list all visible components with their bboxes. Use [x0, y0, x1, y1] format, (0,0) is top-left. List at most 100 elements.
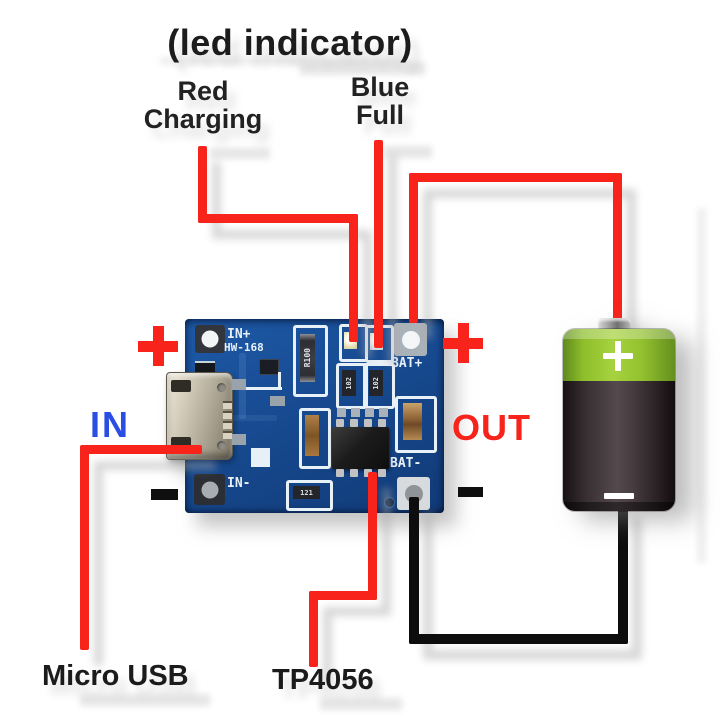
wire-segment [198, 214, 358, 223]
minus-icon-output [458, 487, 483, 497]
capacitor-body [403, 403, 422, 440]
resistor-body: 102 [369, 370, 383, 396]
resistor-body: 102 [342, 370, 356, 396]
ghost-artifact [300, 62, 425, 75]
wire-segment [409, 497, 419, 644]
label-red-charging: Red Charging [138, 77, 268, 134]
wire-segment [198, 146, 207, 223]
capacitor-body [305, 415, 319, 456]
ic-pin [364, 419, 372, 427]
silkscreen-bat-plus: BAT+ [391, 356, 423, 371]
wire-segment [409, 634, 628, 644]
ic-pin [350, 419, 358, 427]
label-micro-usb: Micro USB [42, 660, 189, 692]
page-title: (led indicator) [167, 22, 413, 63]
pad-hole [401, 330, 420, 349]
wire-segment [80, 445, 89, 650]
capacitor-right [395, 396, 437, 453]
wire-segment [409, 173, 418, 323]
resistor-body: 121 [293, 486, 320, 499]
usb-contact [223, 421, 232, 429]
wire-segment [374, 140, 383, 348]
silkscreen-bracket [265, 472, 287, 500]
tp4056-ic-chip [332, 419, 389, 477]
battery-body: + - [562, 328, 676, 512]
plus-icon-input: + [138, 326, 178, 366]
smd-component [259, 359, 279, 375]
usb-peg [217, 383, 226, 392]
minus-icon-input: - [151, 489, 178, 500]
ghost-artifact [320, 698, 402, 710]
plus-icon-output [443, 323, 483, 363]
ic-pad [379, 408, 388, 417]
label-in: IN [90, 404, 130, 445]
pad-hole [201, 330, 219, 348]
ic-pin [336, 419, 344, 427]
usb-contact [223, 411, 232, 419]
battery-plus-icon [615, 341, 621, 371]
battery-positive-terminal [598, 318, 631, 332]
usb-peg [217, 441, 226, 450]
resistor-code: 102 [345, 376, 353, 390]
via-hole [384, 497, 395, 508]
ic-pin [364, 469, 372, 477]
wire-segment [309, 591, 377, 600]
ic-pin [350, 469, 358, 477]
mount-pad-top-left [195, 325, 225, 353]
silkscreen-line [278, 372, 281, 390]
label-line: Full [356, 99, 404, 130]
resistor-r100: R100 [293, 325, 328, 397]
capacitor-center [299, 408, 331, 469]
label-blue-full: Blue Full [330, 72, 430, 130]
wire-segment [618, 502, 628, 644]
resistor-body: R100 [300, 334, 315, 382]
silkscreen-bat-minus: BAT- [390, 456, 422, 471]
pcb-trace [221, 415, 277, 421]
usb-contact [223, 401, 232, 409]
plus-bar [153, 326, 164, 366]
battery-minus-icon: - [604, 493, 634, 499]
wire-segment [409, 173, 622, 182]
ic-pin [336, 469, 344, 477]
battery-green-cap: + [563, 329, 675, 381]
silkscreen-in-minus: IN- [227, 476, 251, 491]
charging-led-red [339, 324, 368, 362]
usb-solder-tab [232, 434, 246, 445]
ghost-artifact [697, 208, 706, 563]
full-led-blue [365, 325, 394, 363]
mount-pad-bottom-left [194, 474, 225, 505]
ghost-artifact [384, 146, 432, 158]
silkscreen-model: HW-168 [224, 341, 264, 354]
wire-segment [613, 173, 622, 320]
battery-dark-body: - [563, 381, 675, 511]
ic-pad [365, 408, 374, 417]
label-line: Blue [350, 72, 410, 102]
usb-slot [171, 380, 191, 392]
resistor-code: 102 [372, 376, 380, 390]
smd-component [195, 361, 215, 374]
resistor-code: R100 [303, 348, 312, 368]
plus-bar [458, 323, 469, 363]
label-line: Charging [143, 103, 263, 134]
mount-pad-bat-plus [394, 323, 427, 356]
ic-pin [378, 419, 386, 427]
ic-pad [337, 408, 346, 417]
led-chip [344, 332, 357, 349]
usb-slot [171, 437, 191, 449]
lithium-battery: + - [560, 316, 676, 512]
ghost-artifact [160, 57, 410, 65]
smd-component [270, 396, 285, 406]
mount-pad-bat-minus [397, 477, 430, 510]
wire-segment [309, 591, 318, 667]
silkscreen-line [235, 387, 282, 390]
resistor-bottom: 121 [286, 480, 333, 511]
micro-usb-connector [166, 372, 233, 460]
silkscreen-square [251, 448, 270, 467]
resistor-left: 102 [336, 363, 368, 409]
ic-pad [351, 408, 360, 417]
usb-contact [223, 431, 232, 439]
resistor-right: 102 [363, 363, 395, 409]
led-chip [370, 333, 383, 350]
tp4056-module-board: IN+ HW-168 BAT+ BAT- IN- R100 102 [166, 319, 444, 513]
